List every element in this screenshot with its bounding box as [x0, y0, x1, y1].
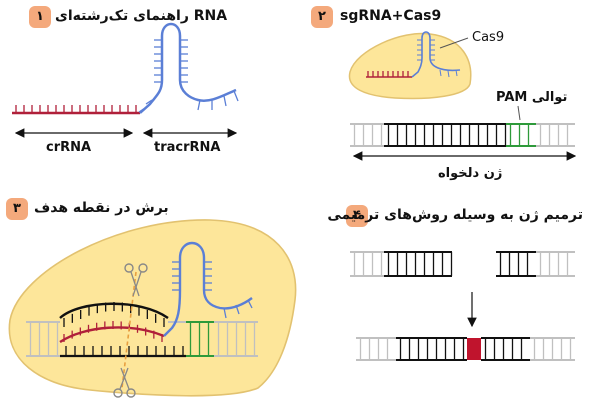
panel-4-art: [350, 251, 575, 361]
tracrRNA-label: tracrRNA: [154, 140, 221, 155]
scissors-icon-top: [124, 263, 148, 297]
broken-dna-pieces: [350, 251, 575, 277]
target-strand-arc: [59, 302, 169, 319]
crRNA-label: crRNA: [46, 140, 92, 155]
target-strand-ticks: [63, 302, 165, 327]
tracrRNA-bound: [163, 241, 253, 337]
cas9-leader: [439, 37, 469, 49]
panel-1-title: RNA راهنمای تک‌رشته‌ای: [55, 8, 228, 24]
tracrRNA-strand: [139, 22, 237, 114]
sgRNA-tracr-ticks: [417, 39, 458, 78]
cut-site-line: [121, 271, 137, 389]
pam-leader: [517, 105, 521, 121]
panel-2-title: sgRNA+Cas9: [340, 8, 442, 24]
cut-dna-duplex: [26, 321, 258, 358]
panel-1-art: [12, 22, 239, 138]
cas9-label: Cas9: [472, 30, 505, 45]
repaired-dna-duplex: [356, 337, 575, 361]
panel-3-badge: ۳: [6, 198, 28, 220]
panel-4-title: ترمیم ژن به وسیله روش‌های ترمیمی: [327, 207, 583, 223]
panel-2-art: [348, 31, 577, 161]
repair-insert: [467, 338, 481, 360]
panel-3-art: [8, 219, 297, 398]
target-dna-duplex: [350, 123, 575, 147]
panel-3-title: برش در نقطه هدف: [34, 200, 169, 216]
scissors-icon-bottom: [113, 367, 136, 398]
tracrRNA-ticks: [138, 39, 239, 113]
tracrRNA-bound-ticks: [172, 261, 253, 319]
panel-4-badge: ۴: [346, 205, 368, 227]
cas9-protein-shape: [348, 32, 472, 100]
crRNA-ticks: [15, 105, 137, 113]
gene-label: ژن دلخواه: [438, 166, 503, 181]
sgRNA-tracr-small: [411, 31, 461, 78]
pam-label: توالی PAM: [496, 90, 568, 105]
sgRNA-cr-ticks: [367, 71, 409, 77]
panel-1-badge: ۱: [29, 6, 51, 28]
cas9-protein-large: [8, 219, 297, 397]
panel-2-badge: ۲: [311, 6, 333, 28]
crRNA-bound-arc: [59, 326, 165, 343]
